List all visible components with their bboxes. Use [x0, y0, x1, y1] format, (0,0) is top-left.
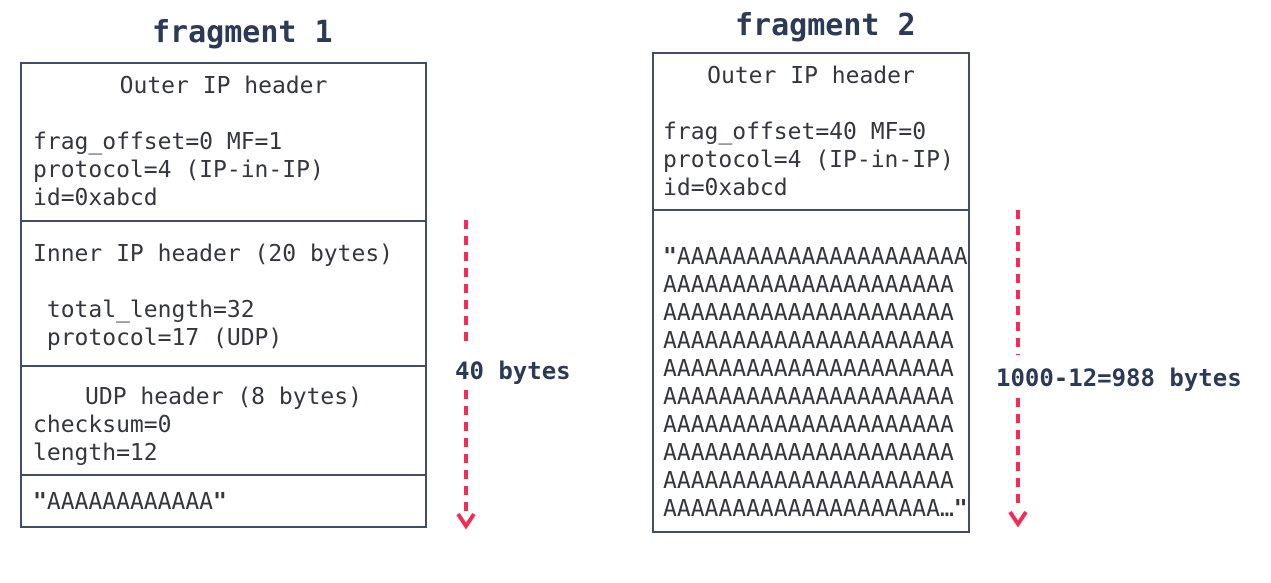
payload-line: AAAAAAAAAAAAAAAAAAAAA — [663, 356, 954, 382]
fragment2-size-label: 1000-12=988 bytes — [996, 364, 1242, 392]
fragment1-inner-ip-section: Inner IP header (20 bytes) total_length=… — [22, 220, 425, 365]
fragment1-payload-section: "AAAAAAAAAAAA" — [22, 474, 425, 516]
fragment1-size-arrow-dash-top — [464, 220, 468, 345]
id-field: id=0xabcd — [33, 185, 158, 211]
payload-chars: AAAAAAAAAAAA — [46, 489, 214, 515]
payload-line: AAAAAAAAAAAAAAAAAAAAA — [663, 272, 954, 298]
spacer-line — [33, 268, 425, 296]
payload-line: AAAAAAAAAAAAAAAAAAAAA — [663, 412, 954, 438]
frag-offset-field: frag_offset=40 MF=0 — [663, 119, 927, 145]
fragment1-title: fragment 1 — [152, 15, 333, 50]
fragment1-udp-section: UDP header (8 bytes) checksum=0 length=1… — [22, 365, 425, 474]
id-field: id=0xabcd — [663, 175, 788, 201]
inner-ip-heading: Inner IP header (20 bytes) — [33, 241, 394, 267]
open-quote: " — [663, 244, 677, 270]
udp-heading: UDP header (8 bytes) — [85, 384, 362, 410]
fragment1-box: Outer IP header frag_offset=0 MF=1 proto… — [20, 62, 427, 528]
total-length-field: total_length=32 — [33, 297, 255, 323]
payload-line: AAAAAAAAAAAAAAAAAAAAA — [663, 440, 954, 466]
fragment2-size-arrow-dash-top — [1016, 210, 1020, 355]
payload-line: AAAAAAAAAAAAAAAAAAAAA — [663, 468, 954, 494]
protocol-field: protocol=4 (IP-in-IP) — [663, 147, 954, 173]
close-quote: " — [213, 489, 227, 515]
payload-line: AAAAAAAAAAAAAAAAAAAAA — [663, 328, 954, 354]
outer-ip-heading: Outer IP header — [119, 73, 328, 99]
open-quote: " — [33, 489, 47, 515]
payload-line: AAAAAAAAAAAAAAAAAAAAA — [663, 300, 954, 326]
protocol-field: protocol=4 (IP-in-IP) — [33, 157, 324, 183]
payload-text: "AAAAAAAAAAAA" — [33, 488, 425, 516]
fragment2-payload-section: "AAAAAAAAAAAAAAAAAAAAA AAAAAAAAAAAAAAAAA… — [654, 209, 968, 523]
payload-chars: AAAAAAAAAAAAAAAAAAAA… — [663, 496, 954, 522]
fragment1-size-arrow-dash-bottom — [464, 390, 468, 512]
protocol-field: protocol=17 (UDP) — [33, 325, 283, 351]
fragment1-outer-ip-section: Outer IP header frag_offset=0 MF=1 proto… — [22, 64, 425, 220]
payload-line: AAAAAAAAAAAAAAAAAAAA…" — [663, 495, 968, 523]
close-quote: " — [953, 496, 968, 522]
spacer-line — [663, 90, 968, 118]
fragment2-box: Outer IP header frag_offset=40 MF=0 prot… — [652, 52, 970, 533]
checksum-field: checksum=0 — [33, 412, 172, 438]
fragment1-size-label: 40 bytes — [455, 357, 571, 385]
arrow-down-icon — [1008, 510, 1028, 528]
fragment2-title: fragment 2 — [735, 8, 916, 43]
arrow-down-icon — [456, 512, 476, 530]
fragment2-size-arrow-dash-bottom — [1016, 398, 1020, 510]
spacer-line — [33, 100, 425, 128]
frag-offset-field: frag_offset=0 MF=1 — [33, 129, 283, 155]
payload-line: "AAAAAAAAAAAAAAAAAAAAA — [663, 243, 968, 271]
payload-chars: AAAAAAAAAAAAAAAAAAAAA — [676, 244, 968, 270]
payload-line: AAAAAAAAAAAAAAAAAAAAA — [663, 384, 954, 410]
fragment2-outer-ip-section: Outer IP header frag_offset=40 MF=0 prot… — [654, 54, 968, 209]
outer-ip-heading: Outer IP header — [707, 63, 915, 89]
length-field: length=12 — [33, 440, 158, 466]
